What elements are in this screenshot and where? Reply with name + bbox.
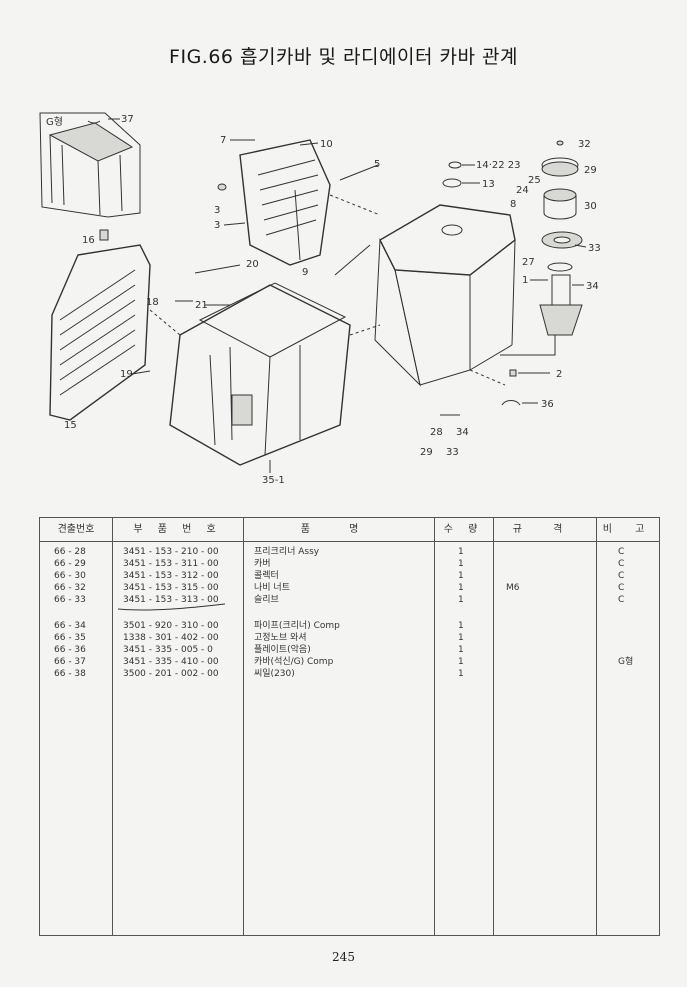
table-row: 66 - 29 3451 - 153 - 311 - 00 카버 1 C [54,559,625,569]
table-row: 66 - 37 3451 - 335 - 410 - 00 카바(석신/G) C… [54,657,634,667]
svg-text:34: 34 [586,281,599,292]
svg-text:3: 3 [214,205,220,216]
table-row: 66 - 38 3500 - 201 - 002 - 00 씨일(230) 1 [54,669,464,679]
rod-20: 20 [194,259,259,274]
table-row: 66 - 30 3451 - 153 - 312 - 00 콜렉터 1 C [54,571,625,581]
radiator-cover: 8 [374,199,516,387]
svg-text:7: 7 [220,135,226,146]
cleaner-pipe: 27 1 34 [500,257,599,356]
svg-text:10: 10 [320,139,333,150]
table-row: 66 - 36 3451 - 335 - 005 - 0 플레이트(악음) 1 [54,645,464,655]
header-spec: 규 격 [512,524,577,535]
svg-text:27: 27 [522,257,535,268]
svg-text:36: 36 [541,399,554,410]
svg-text:8: 8 [510,199,516,210]
precleaner-stack: 32 29 30 33 [541,139,601,254]
header-code: 견출번호 [57,524,95,535]
svg-text:16: 16 [82,235,95,246]
svg-text:9: 9 [302,267,308,278]
assembly-guide-lines [149,194,506,386]
table-row: 66 - 33 3451 - 153 - 313 - 00 슬리브 1 C [54,595,625,605]
header-remarks: 비 고 [602,524,655,535]
svg-text:32: 32 [578,139,591,150]
svg-text:33: 33 [446,447,459,458]
header-part-number: 부 품 번 호 [133,524,222,535]
table-row: 66 - 34 3501 - 920 - 310 - 00 파이프(크리너) C… [54,621,464,631]
table-row: 66 - 28 3451 - 153 - 210 - 00 프리크리너 Assy… [54,547,625,557]
svg-text:20: 20 [246,259,259,270]
small-parts: 2 36 28 34 29 33 [420,369,562,458]
header-part-name: 품 명 [300,524,377,535]
header-quantity: 수 량 [443,524,484,535]
parts-table: 견출번호 부 품 번 호 품 명 수 량 규 격 비 고 66 - 28 345… [39,517,660,936]
table-row: 66 - 32 3451 - 153 - 315 - 00 나비 너트 1 M6… [54,583,625,593]
svg-text:34: 34 [456,427,469,438]
svg-text:19: 19 [120,369,133,380]
svg-text:3: 3 [214,220,220,231]
svg-text:15: 15 [64,420,77,431]
callout-37: 37 [121,114,134,125]
page-number: 245 [332,950,355,964]
left-louver-panel: 15 19 [49,244,151,431]
svg-text:2: 2 [556,369,562,380]
svg-text:5: 5 [374,159,380,170]
lower-frame: 18 21 35-1 [146,282,351,486]
svg-text:13: 13 [482,179,495,190]
exploded-parts-diagram: G형 37 16 15 19 7 3 10 5 3 [39,112,601,486]
bolt-16: 16 [82,229,109,246]
handwritten-underline [117,603,226,611]
svg-text:21: 21 [195,300,208,311]
svg-text:33: 33 [588,243,601,254]
table-row: 66 - 35 1338 - 301 - 402 - 00 고정노브 와셔 1 [54,633,464,643]
svg-text:28: 28 [430,427,443,438]
center-louver-panel: 7 3 10 5 3 9 [214,135,380,278]
svg-text:25: 25 [528,175,541,186]
svg-text:1: 1 [522,275,528,286]
table-header: 견출번호 부 품 번 호 품 명 수 량 규 격 비 고 [40,518,659,542]
cleaner-fittings: 14·22 23 13 24 25 [442,160,541,196]
svg-text:24: 24 [516,185,529,196]
svg-text:18: 18 [146,297,159,308]
inset-label: G형 [46,116,63,128]
page-title: FIG.66 흡기카바 및 라디에이터 카바 관계 [169,46,518,68]
inset-g-cover: G형 37 [39,112,141,218]
svg-text:14·22 23: 14·22 23 [476,160,521,171]
svg-text:29: 29 [584,165,597,176]
svg-text:35-1: 35-1 [262,475,285,486]
svg-text:30: 30 [584,201,597,212]
svg-text:29: 29 [420,447,433,458]
